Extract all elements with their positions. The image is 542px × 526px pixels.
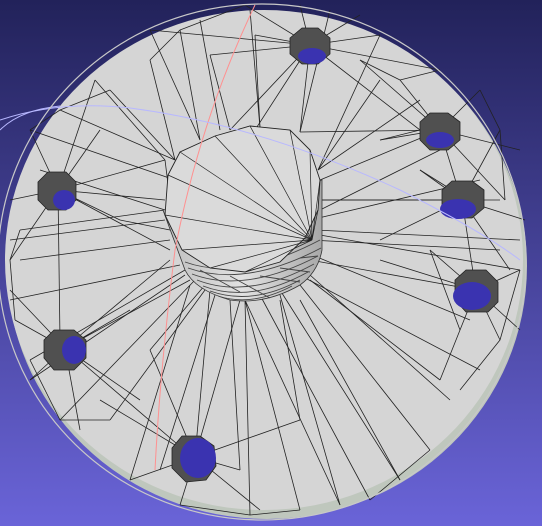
hole-left-upper <box>37 171 77 211</box>
hole-top <box>289 27 331 65</box>
hole-left-lower <box>43 329 87 371</box>
hole-right-lower <box>453 269 499 313</box>
trackball-overlay <box>0 3 527 521</box>
hole-bottom <box>171 435 217 483</box>
hole-right-upper <box>419 112 461 151</box>
mounting-holes <box>37 27 499 483</box>
mesh-wireframe <box>9 4 526 516</box>
hole-right-middle <box>440 180 485 219</box>
boss-top <box>164 125 321 273</box>
boss-top-wireframe <box>164 125 321 273</box>
